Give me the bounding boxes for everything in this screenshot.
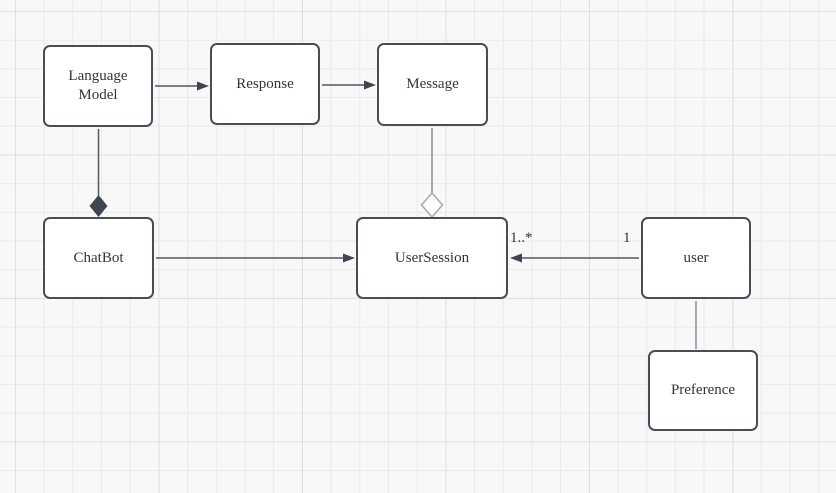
node-language-model[interactable]: Language Model: [43, 45, 153, 127]
node-label: Response: [236, 75, 294, 92]
node-label: UserSession: [394, 249, 470, 266]
node-label: Preference: [670, 382, 736, 399]
multiplicity-label-usersession-side: 1..*: [510, 230, 533, 246]
edge-chatbot-to-usersession[interactable]: [156, 253, 355, 263]
multiplicity-label-user-side: 1: [623, 230, 631, 246]
node-chatbot[interactable]: ChatBot: [43, 217, 154, 299]
node-label: user: [683, 249, 709, 266]
node-preference[interactable]: Preference: [648, 350, 758, 431]
edge-languagemodel-to-response[interactable]: [155, 81, 209, 91]
node-usersession[interactable]: UserSession: [356, 217, 508, 299]
node-message[interactable]: Message: [377, 43, 488, 126]
node-label: ChatBot: [73, 249, 124, 266]
arrowhead-icon: [510, 253, 522, 263]
edge-response-to-message[interactable]: [322, 80, 376, 90]
arrowhead-icon: [343, 253, 355, 263]
arrowhead-icon: [364, 80, 376, 90]
arrowhead-icon: [197, 81, 209, 91]
edge-message-to-usersession-aggregation[interactable]: [420, 128, 444, 219]
node-response[interactable]: Response: [210, 43, 320, 125]
node-label: Message: [406, 76, 459, 93]
node-label: Language Model: [68, 68, 128, 103]
edge-languagemodel-to-chatbot-composition[interactable]: [89, 129, 108, 217]
filled-diamond-icon: [89, 195, 108, 217]
node-user[interactable]: user: [641, 217, 751, 299]
open-diamond-icon: [420, 191, 444, 219]
edge-user-to-usersession[interactable]: [510, 253, 639, 263]
